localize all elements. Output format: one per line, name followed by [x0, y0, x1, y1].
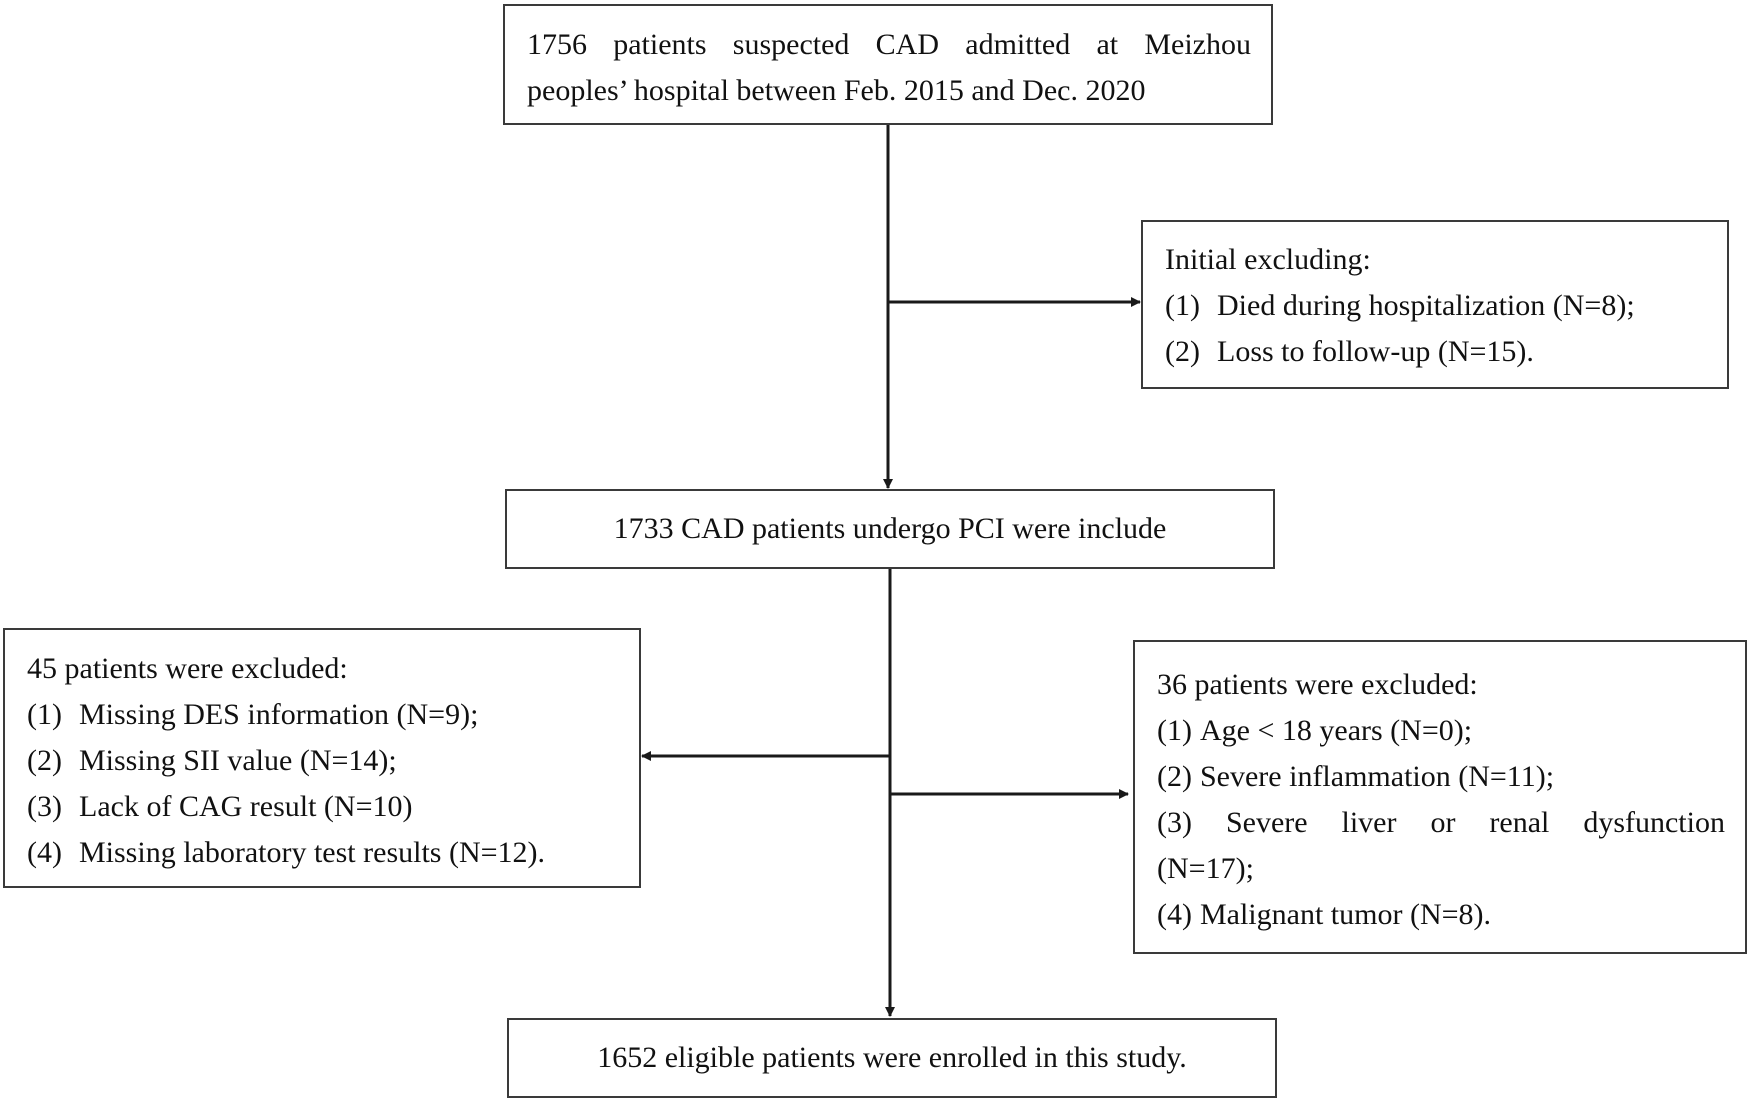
item-word: liver — [1341, 806, 1397, 839]
item-text: Missing SII value (N=14); — [79, 744, 397, 777]
item-text: Malignant tumor (N=8). — [1199, 898, 1492, 931]
final-enrolled-text: 1652 eligible patients were enrolled in … — [597, 1041, 1187, 1074]
box-left-exclusion: 45 patients were excluded: (1) Missing D… — [3, 628, 641, 888]
item-text: Lack of CAG result (N=10) — [79, 790, 413, 823]
box-included-patients: 1733 CAD patients undergo PCI were inclu… — [505, 489, 1275, 569]
box-initial-population: 1756 patients suspected CAD admitted at … — [503, 4, 1273, 125]
item-number: (3) — [27, 790, 62, 823]
item-number: (4) — [1157, 898, 1192, 931]
item-number: (1) — [1157, 714, 1192, 747]
right-exclusion-item-justified: (3) Severe liver or renal dysfunction — [1157, 800, 1725, 846]
item-number: (1) — [1165, 289, 1200, 322]
item-word: or — [1430, 806, 1456, 839]
item-number: (2) — [1165, 335, 1200, 368]
item-text: Loss to follow-up (N=15). — [1217, 335, 1534, 368]
initial-exclusion-item: (2) Loss to follow-up (N=15). — [1165, 329, 1711, 375]
item-number: (2) — [27, 744, 62, 777]
item-text: Missing DES information (N=9); — [79, 698, 479, 731]
item-word: Severe — [1225, 806, 1308, 839]
box-right-exclusion: 36 patients were excluded: (1) Age < 18 … — [1133, 640, 1747, 954]
initial-exclusion-title: Initial excluding: — [1165, 243, 1371, 276]
item-word: renal — [1489, 806, 1550, 839]
box-initial-exclusion: Initial excluding: (1) Died during hospi… — [1141, 220, 1729, 389]
item-number: (4) — [27, 836, 62, 869]
item-number: (1) — [27, 698, 62, 731]
right-exclusion-item: (2) Severe inflammation (N=11); — [1157, 754, 1725, 800]
left-exclusion-title: 45 patients were excluded: — [27, 652, 348, 685]
right-exclusion-item: (1) Age < 18 years (N=0); — [1157, 708, 1725, 754]
initial-population-line-1: 1756 patients suspected CAD admitted at … — [527, 28, 1251, 61]
initial-population-line-2: peoples’ hospital between Feb. 2015 and … — [527, 74, 1146, 107]
right-exclusion-item-continuation: (N=17); — [1157, 852, 1254, 885]
item-text: Age < 18 years (N=0); — [1199, 714, 1473, 747]
initial-exclusion-item: (1) Died during hospitalization (N=8); — [1165, 283, 1711, 329]
box-final-enrolled: 1652 eligible patients were enrolled in … — [507, 1018, 1277, 1098]
right-exclusion-item: (4) Malignant tumor (N=8). — [1157, 892, 1725, 938]
left-exclusion-item: (2) Missing SII value (N=14); — [27, 738, 625, 784]
item-number: (3) — [1157, 806, 1192, 839]
item-text: Died during hospitalization (N=8); — [1217, 289, 1635, 322]
item-text: Severe inflammation (N=11); — [1199, 760, 1555, 793]
right-exclusion-title: 36 patients were excluded: — [1157, 668, 1478, 701]
item-word: dysfunction — [1583, 806, 1725, 839]
item-text: Missing laboratory test results (N=12). — [79, 836, 546, 869]
left-exclusion-item: (1) Missing DES information (N=9); — [27, 692, 625, 738]
item-number: (2) — [1157, 760, 1192, 793]
left-exclusion-item: (4) Missing laboratory test results (N=1… — [27, 830, 625, 876]
included-patients-text: 1733 CAD patients undergo PCI were inclu… — [613, 512, 1167, 545]
left-exclusion-item: (3) Lack of CAG result (N=10) — [27, 784, 625, 830]
